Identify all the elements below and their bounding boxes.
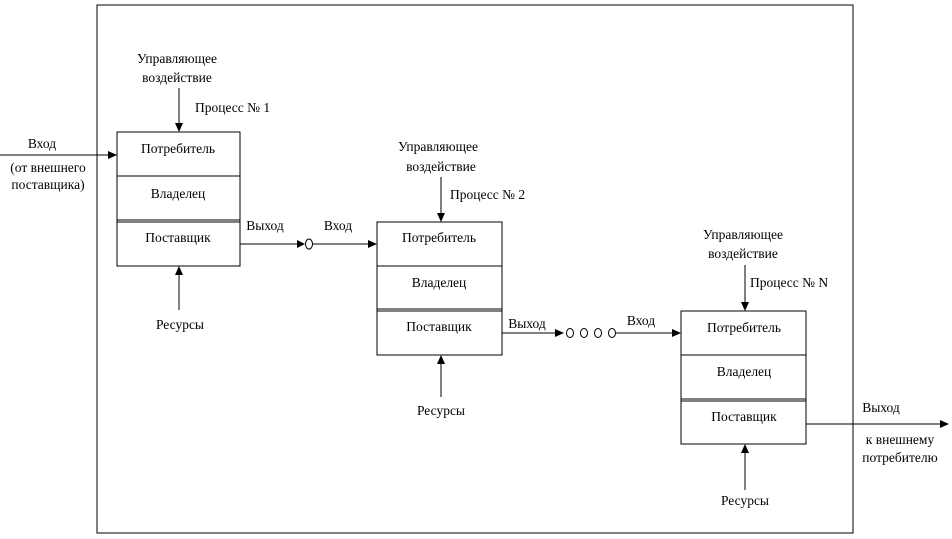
link-1-output-label: Выход xyxy=(246,218,284,233)
process-1-resources-arrowhead xyxy=(175,266,183,275)
process-2-row-owner: Владелец xyxy=(412,275,467,290)
process-1-row-supplier: Поставщик xyxy=(145,230,211,245)
link-2-output-label: Выход xyxy=(508,316,546,331)
input-label: Вход xyxy=(28,136,56,151)
process-2-name: Процесс № 2 xyxy=(450,187,525,202)
process-2-resources: Ресурсы xyxy=(417,403,465,418)
process-1-control-line1: Управляющее xyxy=(137,51,217,66)
process-2-row-consumer: Потребитель xyxy=(402,230,476,245)
process-n-resources: Ресурсы xyxy=(721,493,769,508)
link-2-connector-3 xyxy=(594,328,602,338)
link-2-connector-2 xyxy=(580,328,588,338)
process-2: Управляющее воздействие Процесс № 2 Потр… xyxy=(376,139,525,418)
process-2-resources-arrowhead xyxy=(437,355,445,364)
process-n-row-consumer: Потребитель xyxy=(707,320,781,335)
output-note-line1: к внешнему xyxy=(866,432,935,447)
process-2-control-line2: воздействие xyxy=(406,159,476,174)
output-label: Выход xyxy=(862,400,900,415)
process-n-control-line1: Управляющее xyxy=(703,227,783,242)
process-n-row-owner: Владелец xyxy=(717,364,772,379)
link-1-connector xyxy=(305,238,313,250)
link-2-connector-1 xyxy=(566,328,574,338)
process-2-control-line1: Управляющее xyxy=(398,139,478,154)
output-arrowhead xyxy=(940,420,949,428)
input-arrowhead xyxy=(108,151,117,159)
process-n-control-line2: воздействие xyxy=(708,246,778,261)
system-boundary xyxy=(96,4,854,534)
link-1-2: Выход Вход xyxy=(240,218,377,250)
link-1-input-label: Вход xyxy=(324,218,352,233)
process-1-row-consumer: Потребитель xyxy=(141,141,215,156)
process-n: Управляющее воздействие Процесс № N Потр… xyxy=(680,227,828,508)
process-1-resources: Ресурсы xyxy=(156,317,204,332)
link-1-arrowhead-b xyxy=(368,240,377,248)
link-2-arrowhead-b xyxy=(672,329,681,337)
link-2-n: Выход Вход xyxy=(502,313,681,338)
process-n-name: Процесс № N xyxy=(750,275,828,290)
process-1-name: Процесс № 1 xyxy=(195,100,270,115)
link-2-connector-4 xyxy=(608,328,616,338)
input-note-line1: (от внешнего xyxy=(10,160,86,175)
process-1: Управляющее воздействие Процесс № 1 Потр… xyxy=(116,51,270,332)
process-1-control-arrowhead xyxy=(175,123,183,132)
output-note-line2: потребителю xyxy=(862,450,937,465)
process-n-control-arrowhead xyxy=(741,302,749,311)
process-1-row-owner: Владелец xyxy=(151,186,206,201)
process-2-row-supplier: Поставщик xyxy=(406,319,472,334)
link-2-input-label: Вход xyxy=(627,313,655,328)
process-2-box xyxy=(376,221,503,356)
process-n-box xyxy=(680,310,807,445)
link-1-arrowhead-a xyxy=(297,240,305,248)
process-1-box xyxy=(116,131,241,267)
link-2-arrowhead-a xyxy=(555,329,564,337)
input-note-line2: поставщика) xyxy=(11,177,84,192)
process-1-control-line2: воздействие xyxy=(142,70,212,85)
process-n-resources-arrowhead xyxy=(741,444,749,453)
process-2-control-arrowhead xyxy=(437,213,445,222)
process-n-row-supplier: Поставщик xyxy=(711,409,777,424)
